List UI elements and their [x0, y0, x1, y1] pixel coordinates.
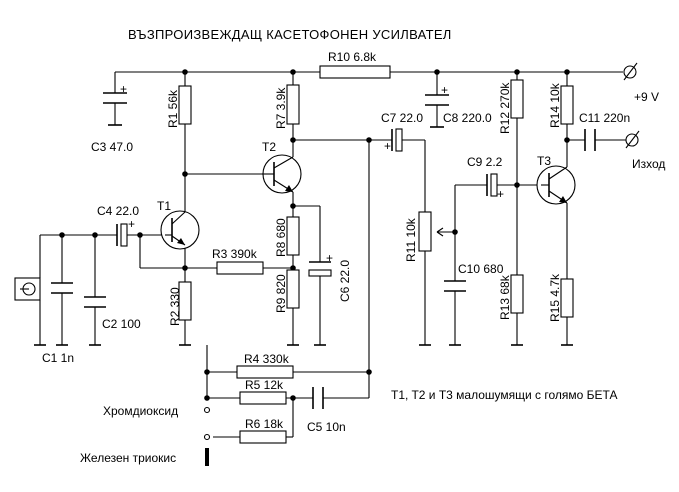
label-r5: R5 12k — [245, 378, 284, 392]
capacitor-c11 — [584, 129, 596, 151]
resistor-r8 — [286, 216, 300, 256]
resistor-r15 — [560, 278, 574, 318]
resistor-r5 — [239, 391, 287, 405]
label-c4: C4 22.0 — [97, 204, 139, 218]
resistor-r1 — [178, 85, 192, 125]
polarity-mark-c4: + — [128, 217, 135, 231]
label-c7: C7 22.0 — [381, 111, 423, 125]
label-r4: R4 330k — [244, 352, 290, 366]
resistor-r7 — [286, 84, 300, 125]
transistor-t1 — [160, 210, 200, 250]
label-r11: R11 10k — [404, 217, 418, 262]
capacitor-c8 — [425, 94, 449, 106]
resistor-r13 — [510, 274, 524, 314]
label-t1: T1 — [157, 199, 171, 213]
output-label: Изход — [632, 157, 665, 171]
label-r8: R8 680 — [274, 218, 288, 257]
resistor-r3 — [216, 261, 264, 275]
polarity-mark-c9: + — [497, 187, 504, 201]
resistor-r4 — [236, 365, 294, 379]
resistor-r2 — [178, 281, 192, 321]
transistor-t3 — [536, 165, 576, 205]
potentiometer-r11 — [418, 211, 432, 252]
label-t2: T2 — [262, 140, 276, 154]
resistor-r6 — [239, 430, 287, 444]
input-jack-icon — [14, 277, 41, 301]
resistor-r9 — [286, 269, 300, 309]
capacitor-c7 — [391, 128, 403, 152]
resistor-r10 — [319, 65, 391, 79]
label-c9: C9 2.2 — [467, 155, 503, 169]
capacitor-c2 — [84, 296, 106, 308]
label-c11: C11 220n — [579, 111, 630, 125]
polarity-mark-c3: + — [120, 82, 127, 96]
label-r9: R9 820 — [274, 274, 288, 313]
resistor-r14 — [560, 85, 574, 125]
supply-terminal-icon — [623, 62, 638, 81]
label-r15: R15 4.7k — [548, 273, 562, 322]
capacitor-c1 — [51, 282, 73, 294]
resistor-r12 — [510, 79, 524, 119]
label-c6: C6 22.0 — [338, 260, 352, 302]
label-r6: R6 18k — [245, 417, 284, 431]
capacitor-c9 — [486, 173, 498, 197]
mode-label-iron: Железен триокис — [80, 451, 176, 465]
polarity-mark-c7: + — [384, 139, 391, 153]
label-c8: C8 220.0 — [443, 111, 492, 125]
capacitor-c4 — [116, 223, 128, 247]
label-r1: R1 56k — [166, 89, 180, 128]
label-t3: T3 — [537, 154, 551, 168]
label-r3: R3 390k — [212, 247, 258, 261]
label-c10: C10 680 — [458, 262, 504, 276]
label-r2: R2 330 — [168, 287, 182, 326]
label-r7: R7 3.9k — [274, 87, 288, 129]
output-terminal-icon — [625, 130, 640, 149]
label-c1: C1 1n — [42, 351, 74, 365]
polarity-mark-c6: + — [326, 251, 333, 265]
capacitor-c10 — [444, 280, 466, 292]
potentiometer-wiper-arrow — [436, 227, 449, 237]
label-r10: R10 6.8k — [328, 50, 377, 64]
mode-label-chrome: Хромдиоксид — [103, 404, 178, 418]
supply-label: +9 V — [634, 90, 659, 104]
transistor-note: T1, T2 и T3 малошумящи с голямо БЕТА — [391, 388, 617, 402]
label-r12: R12 270k — [498, 82, 512, 134]
label-r13: R13 68k — [498, 274, 512, 320]
mode-switch-icon — [203, 406, 211, 466]
capacitor-c3 — [103, 92, 127, 104]
capacitor-c6 — [308, 261, 332, 277]
capacitor-c5 — [312, 387, 324, 409]
transistor-t2 — [262, 154, 302, 194]
schematic-title: ВЪЗПРОИЗВЕЖДАЩ КАСЕТОФОНЕН УСИЛВАТЕЛ — [128, 27, 452, 42]
label-c5: C5 10n — [307, 420, 346, 434]
label-c3: C3 47.0 — [91, 140, 133, 154]
label-c2: C2 100 — [102, 317, 141, 331]
junction-dots — [59, 69, 570, 401]
polarity-mark-c8: + — [441, 83, 448, 97]
label-r14: R14 10k — [548, 82, 562, 128]
